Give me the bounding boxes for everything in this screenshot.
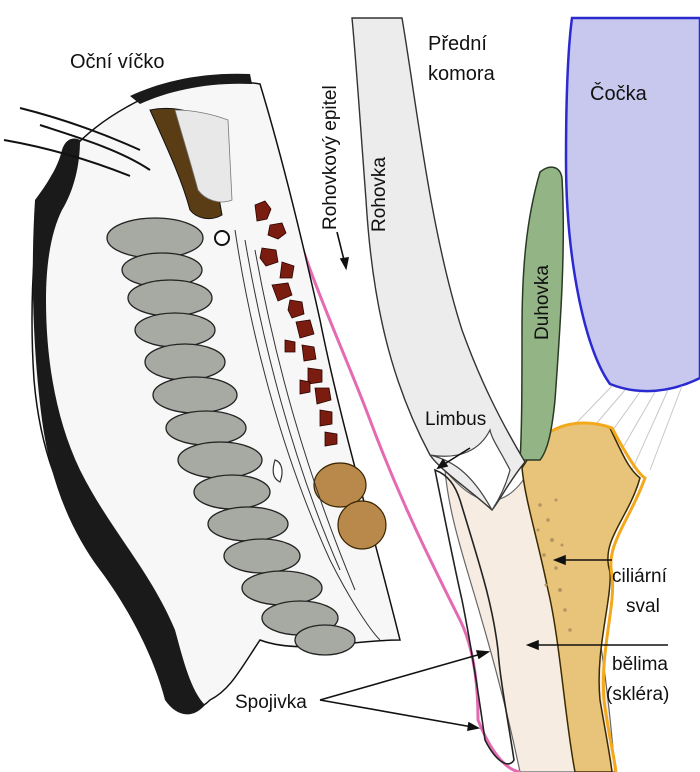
limbus-shape (429, 428, 511, 512)
label-ciliary-muscle-1: ciliární (612, 566, 668, 587)
label-corneal-epithelium: Rohovkový epitel (320, 85, 341, 230)
accessory-glands (313, 462, 387, 550)
small-vessel (272, 459, 283, 483)
conjunctiva-fold (433, 468, 515, 765)
iris-shape (519, 166, 565, 461)
ciliary-muscle-texture (536, 498, 572, 632)
label-anterior-chamber-1: Přední (428, 33, 487, 55)
eyelashes (3, 107, 151, 177)
lid-margin-speckle (174, 109, 233, 203)
tarsal-glands (106, 217, 356, 656)
label-anterior-chamber-2: komora (428, 63, 496, 85)
ciliary-body-shape (521, 422, 641, 772)
label-iris: Duhovka (532, 265, 553, 340)
eyelid-skin (32, 138, 205, 715)
tarsus-lines (234, 229, 381, 641)
lens-shape (564, 16, 700, 393)
label-conjunctiva: Spojivka (235, 692, 307, 713)
label-lens: Čočka (590, 82, 648, 105)
cornea-shape (351, 17, 526, 512)
label-sclera-1: bělima (612, 654, 668, 675)
label-eyelid: Oční víčko (70, 51, 164, 73)
label-limbus: Limbus (425, 409, 486, 430)
label-ciliary-muscle-2: sval (626, 596, 660, 617)
eyelid-top-skin (130, 73, 252, 104)
ciliary-body-outline (538, 421, 647, 772)
corneal-epithelium-line (278, 169, 521, 772)
pigment-cells (254, 200, 338, 447)
pointer-lines (319, 231, 668, 732)
gland-duct-opening (214, 230, 230, 246)
label-sclera-2: (skléra) (606, 684, 669, 705)
label-cornea: Rohovka (369, 157, 390, 232)
